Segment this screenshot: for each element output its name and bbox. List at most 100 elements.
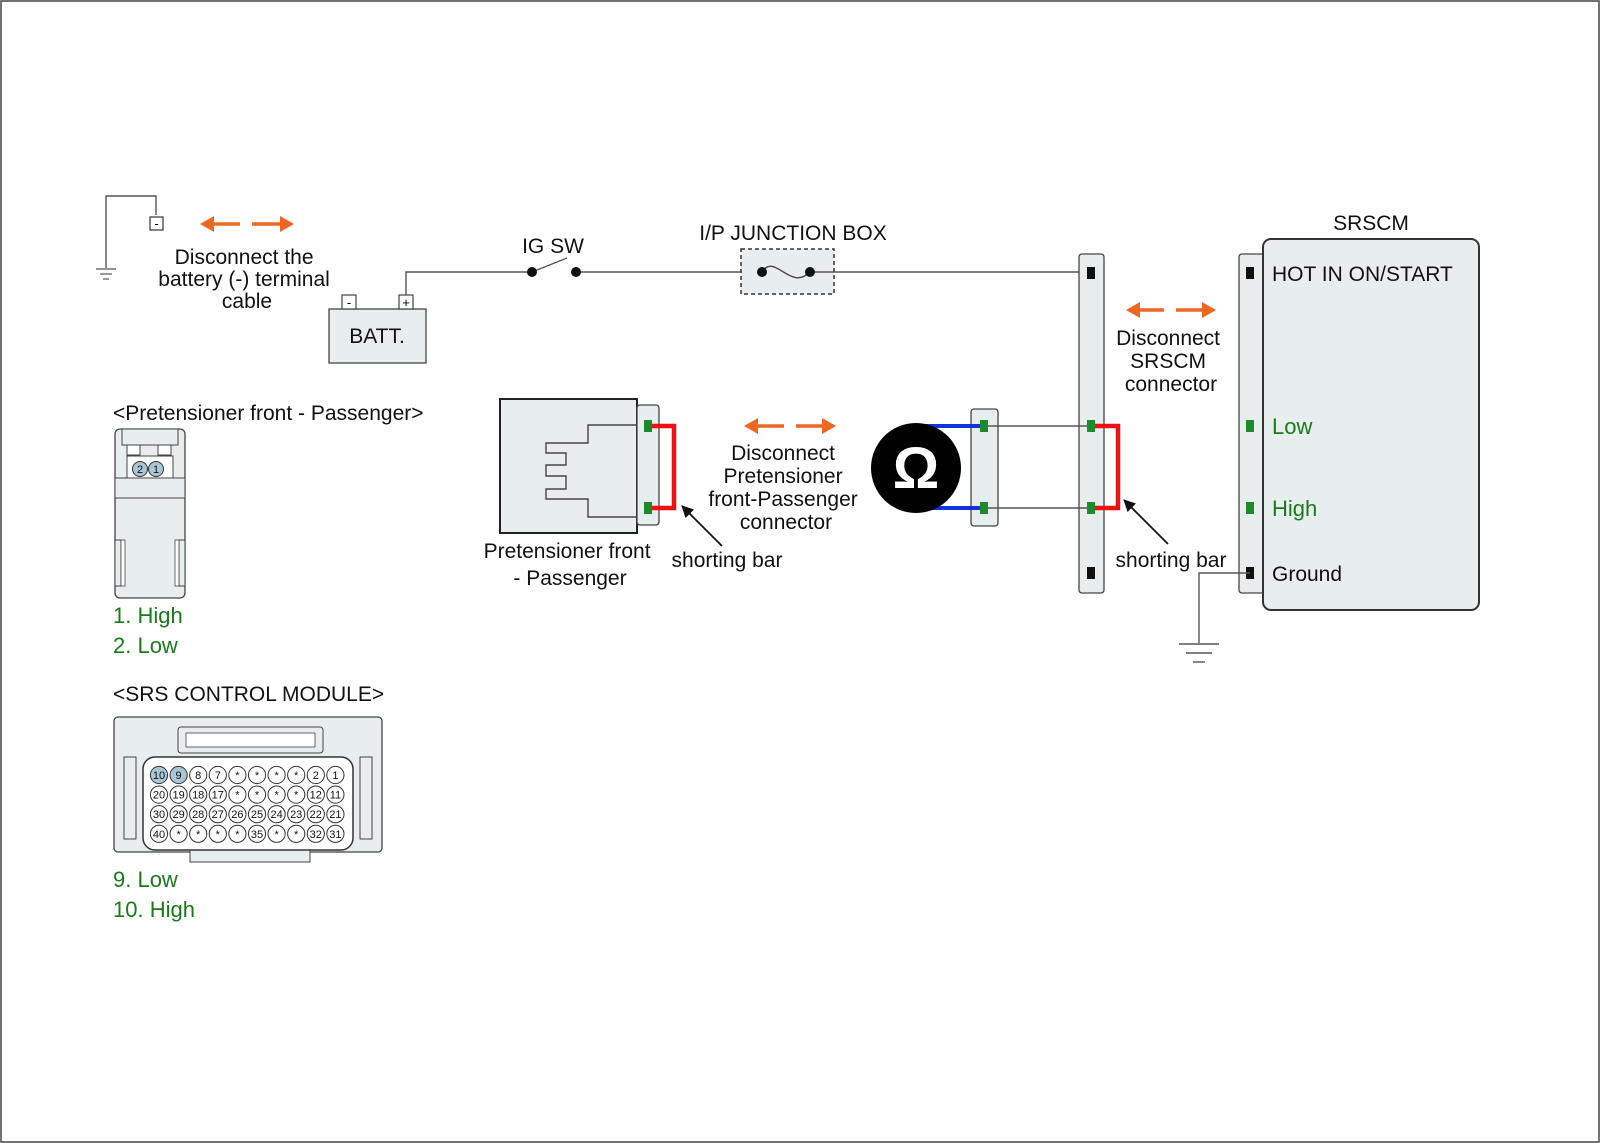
srs-pin-label: 28 xyxy=(192,809,204,821)
srs-pin-label: 35 xyxy=(251,829,263,841)
pretensioner-disconnect-text: Disconnect Pretensioner front-Passenger … xyxy=(708,442,863,534)
srs-pin-label: * xyxy=(235,790,240,802)
srs-pin-17 xyxy=(208,785,227,804)
srscm-pin-hot xyxy=(1246,267,1254,279)
srs-pin-2 xyxy=(306,765,325,785)
pretensioner-shorting-bar xyxy=(652,423,677,511)
srs-pin-19 xyxy=(169,785,188,804)
srs-pin-label: * xyxy=(176,829,181,841)
srs-pin-label: * xyxy=(235,770,240,782)
srs-pin-blank xyxy=(287,785,306,804)
srs-pin-label: * xyxy=(216,829,221,841)
harness-pin-hot xyxy=(1087,267,1095,279)
srs-pin-blank xyxy=(287,765,306,785)
ohmmeter-icon xyxy=(871,423,961,513)
srs-pin-label: 7 xyxy=(215,770,221,782)
srs-pin-label: 8 xyxy=(195,770,201,782)
pretensioner-face-pin-2 xyxy=(132,461,148,477)
srs-pin-label: 11 xyxy=(330,790,341,802)
srs-pin-label: 32 xyxy=(310,829,322,841)
srs-pin-label: 18 xyxy=(192,790,204,802)
meter-test-connector xyxy=(970,408,999,527)
srs-pin-blank xyxy=(247,765,267,785)
battery-disconnect-arrows-icon xyxy=(200,216,294,232)
srs-pin-9 xyxy=(169,765,188,785)
srscm-ground-label: Ground xyxy=(1272,563,1342,586)
ig-switch-contact xyxy=(531,257,568,273)
srs-pin-label: * xyxy=(274,770,279,782)
battery-disconnect-text: Disconnect the battery (-) terminal cabl… xyxy=(158,246,335,313)
pretensioner-shorting-bar-label: shorting bar xyxy=(672,549,783,572)
srs-pin-25 xyxy=(247,805,267,824)
batt-to-igsw-wire xyxy=(405,271,532,295)
srs-pin-blank xyxy=(267,824,286,843)
srs-pin-label: * xyxy=(294,790,299,802)
srs-pin-blank xyxy=(228,824,247,843)
srs-pin-30 xyxy=(149,805,169,824)
srs-pin-label: * xyxy=(196,829,201,841)
srscm-low-label: Low xyxy=(1272,414,1312,439)
srs-pin-12 xyxy=(306,785,325,804)
junction-box-label: I/P JUNCTION BOX xyxy=(699,222,886,245)
srs-pin-29 xyxy=(169,805,188,824)
srs-pin-blank xyxy=(287,824,306,843)
pretensioner-connector xyxy=(636,404,660,526)
srs-module-connector-title: <SRS CONTROL MODULE> xyxy=(113,683,384,706)
srs-pin-32 xyxy=(306,824,325,843)
srs-pin-label: 27 xyxy=(212,809,224,821)
pretensioner-legend-1: 1. High xyxy=(113,603,183,628)
srs-pin-label: 17 xyxy=(212,790,224,802)
pretensioner-unit xyxy=(499,398,660,534)
srs-pin-18 xyxy=(189,785,208,804)
srs-pin-label: 1 xyxy=(332,770,338,782)
srs-pin-label: 40 xyxy=(153,829,165,841)
ohmmeter-symbol: Ω xyxy=(893,436,940,501)
srs-pin-7 xyxy=(208,765,227,785)
srs-pin-10 xyxy=(149,765,169,785)
srs-pin-31 xyxy=(326,824,345,843)
srscm-high-label: High xyxy=(1272,496,1317,521)
ig-switch-node-right xyxy=(571,267,581,277)
test-pin-high xyxy=(980,502,988,514)
srs-pin-label: * xyxy=(235,829,240,841)
srs-pin-label: * xyxy=(255,770,260,782)
srs-pin-blank xyxy=(169,824,188,843)
negative-terminal-icon xyxy=(149,216,164,231)
pretensioner-shorting-bar-pointer xyxy=(681,505,723,547)
srscm-ground-wire xyxy=(1179,572,1250,663)
srs-pin-label: * xyxy=(294,770,299,782)
srs-module-legend-2: 10. High xyxy=(113,897,195,922)
pretensioner-disconnect-arrows-icon xyxy=(744,418,836,434)
srs-pin-label: * xyxy=(255,790,260,802)
srs-pin-label: 24 xyxy=(270,809,282,821)
srs-pin-blank xyxy=(189,824,208,843)
srs-pin-label: 9 xyxy=(176,770,182,782)
ig-switch-label: IG SW xyxy=(522,235,584,258)
srs-pin-23 xyxy=(287,805,306,824)
srs-pin-label: 31 xyxy=(329,829,341,841)
srs-pin-label: 2 xyxy=(313,770,319,782)
srscm-title: SRSCM xyxy=(1333,212,1409,235)
srscm-module xyxy=(1262,238,1480,611)
srs-pin-label: 29 xyxy=(172,809,184,821)
pretensioner-legend-2: 2. Low xyxy=(113,633,178,658)
harness-pin-ground xyxy=(1087,567,1095,579)
srs-pin-label: * xyxy=(294,829,299,841)
srs-pin-20 xyxy=(149,785,169,804)
ground-neg-symbol: - xyxy=(154,216,158,231)
srs-pin-blank xyxy=(228,765,247,785)
srs-pin-22 xyxy=(306,805,325,824)
pretensioner-face-pin-1 xyxy=(148,461,164,477)
srs-pin-28 xyxy=(189,805,208,824)
srs-pin-8 xyxy=(189,765,208,785)
srscm-disconnect-text: Disconnect SRSCM connector xyxy=(1116,327,1226,396)
srs-pin-label: 20 xyxy=(153,790,165,802)
srs-pin-label: 10 xyxy=(153,770,165,782)
battery-pos-symbol: + xyxy=(402,295,410,310)
srs-pin-1 xyxy=(326,765,345,785)
srs-pin-blank xyxy=(208,824,227,843)
test-pin-low xyxy=(980,420,988,432)
harness-pin-low xyxy=(1087,420,1095,432)
